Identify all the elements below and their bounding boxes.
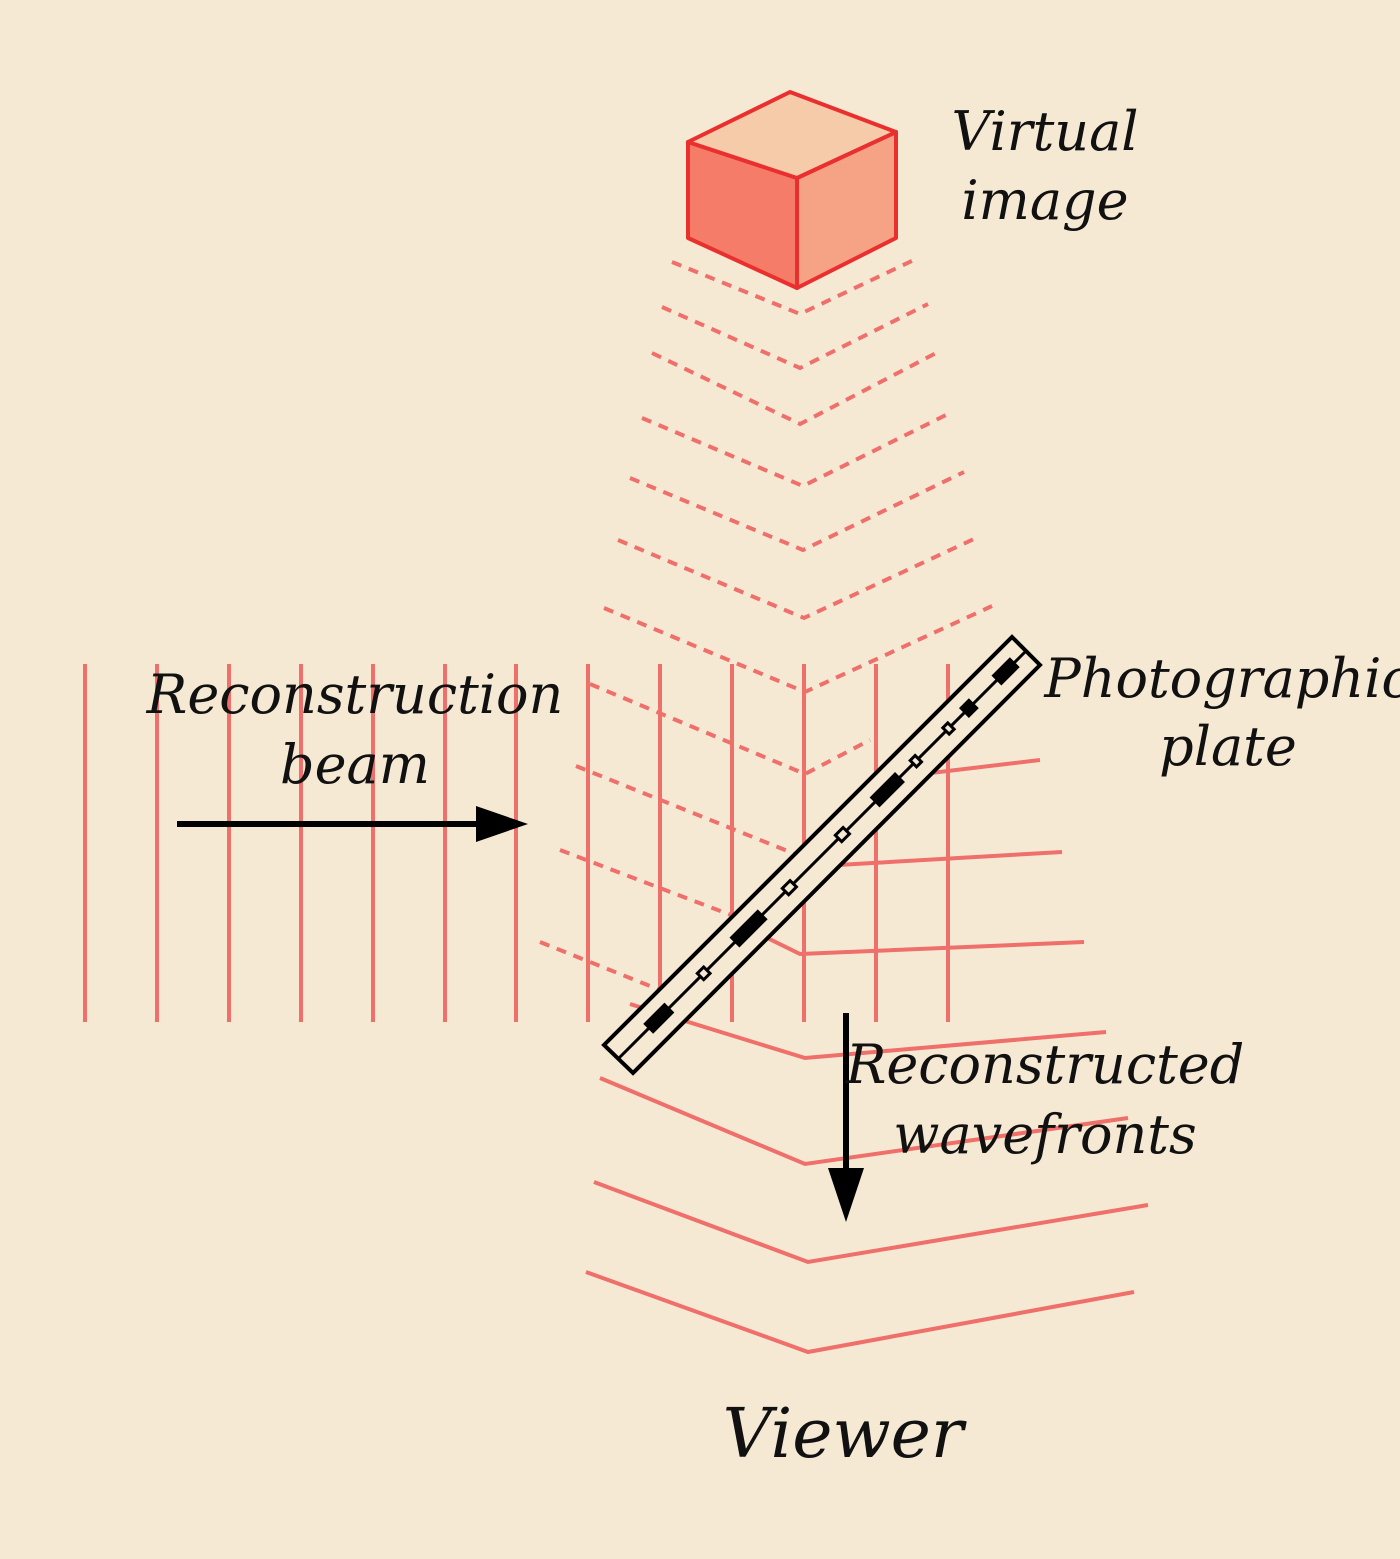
reconstructed-wavefronts-arrow [828, 1013, 864, 1222]
reconstruction-beam-arrow [177, 806, 528, 842]
virtual-wavefront-chevron [641, 410, 953, 489]
photographic-plate-label-line2: plate [1159, 715, 1297, 778]
virtual-wavefront-chevron [603, 604, 993, 695]
plate-fringe-mark [643, 1002, 675, 1034]
plate-fringe-mark-gap [699, 969, 708, 978]
wavefront-arrowhead [828, 1168, 864, 1222]
beam-arrowhead [476, 806, 528, 842]
plate-fringe-mark [991, 657, 1020, 686]
photographic-plate [601, 634, 1043, 1076]
virtual-wavefront-chevron [589, 682, 871, 777]
reconstructed-wavefronts-label-line2: wavefronts [893, 1103, 1196, 1166]
plate-fringe-mark [958, 698, 979, 719]
virtual-image-cube [686, 90, 898, 290]
virtual-wavefront-chevron [671, 256, 919, 317]
cube-top-face [686, 90, 898, 180]
virtual-image-label-line1: Virtual [951, 100, 1138, 163]
plate-fringe-mark-gap [944, 724, 953, 733]
plate-fringe-marks [643, 657, 1020, 1034]
plate-fringe-mark [869, 772, 905, 808]
virtual-wavefront-chevron [617, 536, 977, 621]
plate-fringe-mark-gap [784, 882, 795, 893]
reconstruction-beam-label-line2: beam [280, 733, 430, 796]
plate-fringe-mark-gap [912, 757, 920, 765]
photographic-plate-label-line1: Photographic [1043, 647, 1400, 710]
reconstructed-wavefront-chevron [585, 1270, 1135, 1355]
virtual-wavefront-chevron [661, 302, 929, 371]
plate-fringe-mark-gap [837, 829, 848, 840]
viewer-label: Viewer [723, 1395, 967, 1474]
reconstructed-wavefront-chevron [599, 1076, 1129, 1167]
plate-fringe-mark [729, 909, 768, 948]
virtual-wavefront-chevron [651, 350, 939, 427]
reconstruction-beam-label-line1: Reconstruction [146, 663, 564, 726]
virtual-wavefront-chevron [629, 470, 965, 553]
plate-emulsion-line [616, 649, 1028, 1061]
reconstructed-wavefront-chevron [629, 1002, 1107, 1061]
reconstructed-wavefronts-label-line1: Reconstructed [845, 1033, 1245, 1096]
reconstructed-wavefront-chevron [593, 1180, 1149, 1265]
virtual-image-label-line2: image [961, 169, 1128, 232]
